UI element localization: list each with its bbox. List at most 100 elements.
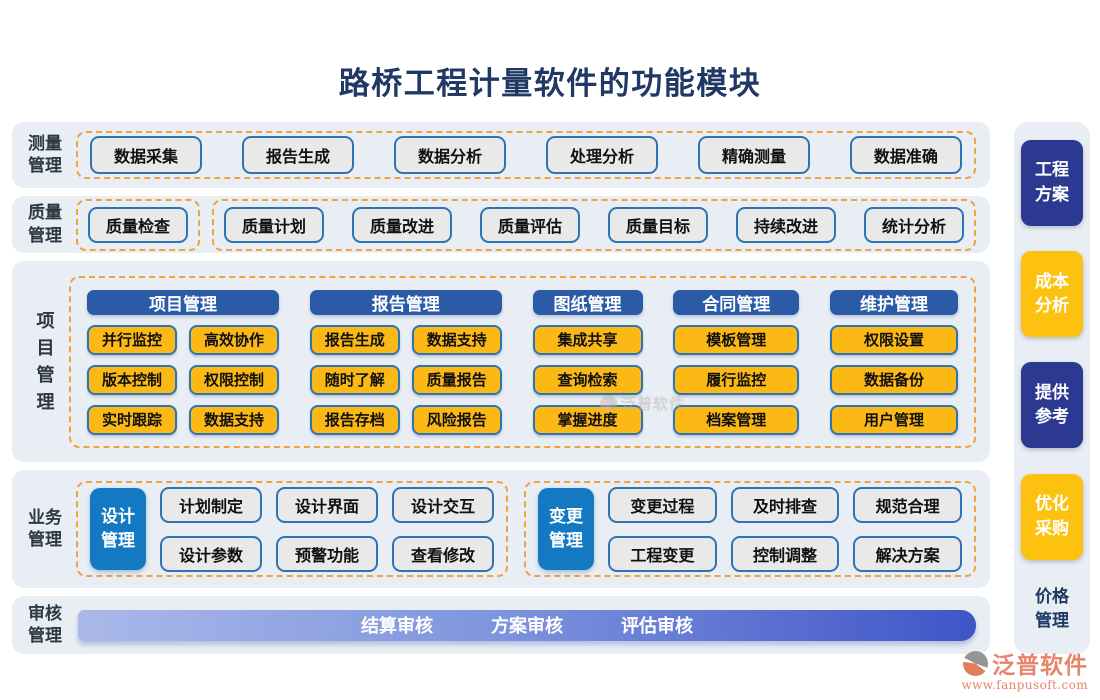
change-item-button[interactable]: 工程变更 xyxy=(608,535,717,572)
quality-item-button[interactable]: 质量目标 xyxy=(607,206,708,243)
business-row-label: 业务管理 xyxy=(28,507,62,549)
project-management-row: 项目管理 项目管理 并行监控 高效协作 版本控制 权限控制 实时跟踪 数据支持 … xyxy=(12,261,990,462)
design-item-button[interactable]: 查看修改 xyxy=(392,535,494,572)
sidebar-item-procurement[interactable]: 优化采购 xyxy=(1021,473,1083,560)
drawing-item-button[interactable]: 集成共享 xyxy=(532,324,643,355)
change-item-button[interactable]: 解决方案 xyxy=(853,535,962,572)
maintenance-item-button[interactable]: 数据备份 xyxy=(830,364,958,395)
quality-management-row: 质量管理 质量检查 质量计划 质量改进 质量评估 质量目标 持续改进 统计分析 xyxy=(12,196,990,253)
report-column: 报告管理 报告生成 数据支持 随时了解 质量报告 报告存档 风险报告 xyxy=(309,289,502,435)
contract-column: 合同管理 模板管理 履行监控 档案管理 xyxy=(673,289,800,435)
quality-item-button[interactable]: 质量改进 xyxy=(352,206,453,243)
design-box-label: 设计管理 xyxy=(100,507,135,550)
audit-item-label: 结算审核 xyxy=(361,616,433,636)
column-grid: 报告生成 数据支持 随时了解 质量报告 报告存档 风险报告 xyxy=(309,324,502,435)
change-item-button[interactable]: 控制调整 xyxy=(730,535,840,572)
sidebar-item-reference[interactable]: 提供参考 xyxy=(1021,362,1083,449)
project-column: 项目管理 并行监控 高效协作 版本控制 权限控制 实时跟踪 数据支持 xyxy=(87,289,279,435)
sidebar-item-price-management: 价格管理 xyxy=(1021,585,1083,634)
measure-item-button[interactable]: 数据准确 xyxy=(849,136,962,174)
drawing-item-button[interactable]: 掌握进度 xyxy=(532,404,643,435)
measure-item-button[interactable]: 数据分析 xyxy=(393,136,506,174)
report-item-button[interactable]: 数据支持 xyxy=(411,324,502,355)
quality-group-frame: 质量计划 质量改进 质量评估 质量目标 持续改进 统计分析 xyxy=(212,198,976,251)
project-row-label: 项目管理 xyxy=(36,310,55,412)
change-item-button[interactable]: 变更过程 xyxy=(608,486,717,523)
column-grid: 集成共享 查询检索 掌握进度 xyxy=(532,324,643,435)
quality-item-button[interactable]: 持续改进 xyxy=(735,206,836,243)
quality-item-button[interactable]: 质量计划 xyxy=(224,206,325,243)
quality-item-button[interactable]: 统计分析 xyxy=(863,206,964,243)
audit-item-label: 评估审核 xyxy=(621,616,693,636)
change-item-button[interactable]: 规范合理 xyxy=(853,486,962,523)
quality-row-label: 质量管理 xyxy=(28,203,62,245)
column-grid: 模板管理 履行监控 档案管理 xyxy=(673,324,800,435)
column-header[interactable]: 图纸管理 xyxy=(532,289,643,315)
measure-row-label: 测量管理 xyxy=(28,133,62,175)
quality-check-frame: 质量检查 xyxy=(76,198,201,251)
column-header[interactable]: 项目管理 xyxy=(87,289,279,315)
maintenance-item-button[interactable]: 用户管理 xyxy=(830,404,958,435)
report-item-button[interactable]: 风险报告 xyxy=(411,404,502,435)
design-item-button[interactable]: 设计交互 xyxy=(392,486,494,523)
sidebar-item-cost-analysis[interactable]: 成本分析 xyxy=(1021,251,1083,338)
project-group-frame: 项目管理 并行监控 高效协作 版本控制 权限控制 实时跟踪 数据支持 报告管理 … xyxy=(69,275,976,448)
project-item-button[interactable]: 并行监控 xyxy=(87,324,177,355)
design-item-button[interactable]: 预警功能 xyxy=(276,535,378,572)
measure-item-button[interactable]: 数据采集 xyxy=(90,136,203,174)
audit-gradient-bar: 结算审核 方案审核 评估审核 xyxy=(78,609,976,641)
contract-item-button[interactable]: 履行监控 xyxy=(673,364,800,395)
audit-item-label: 方案审核 xyxy=(491,616,563,636)
measure-group-frame: 数据采集 报告生成 数据分析 处理分析 精确测量 数据准确 xyxy=(76,131,976,179)
right-sidebar: 工程方案 成本分析 提供参考 优化采购 价格管理 xyxy=(1014,122,1090,654)
vendor-logo-icon xyxy=(963,650,988,676)
column-grid: 权限设置 数据备份 用户管理 xyxy=(830,324,958,435)
maintenance-column: 维护管理 权限设置 数据备份 用户管理 xyxy=(830,289,958,435)
project-item-button[interactable]: 高效协作 xyxy=(189,324,279,355)
design-item-button[interactable]: 设计界面 xyxy=(276,486,378,523)
sidebar-item-label: 工程方案 xyxy=(1034,160,1069,204)
column-header[interactable]: 合同管理 xyxy=(673,289,800,315)
contract-item-button[interactable]: 档案管理 xyxy=(673,404,800,435)
contract-item-button[interactable]: 模板管理 xyxy=(673,324,800,355)
report-item-button[interactable]: 报告存档 xyxy=(309,404,400,435)
report-item-button[interactable]: 报告生成 xyxy=(309,324,400,355)
audit-row-label: 审核管理 xyxy=(28,603,62,645)
vendor-logo[interactable]: 泛普软件 www.fanpusoft.com xyxy=(961,646,1088,692)
sidebar-item-label: 提供参考 xyxy=(1034,382,1069,427)
vendor-logo-name: 泛普软件 xyxy=(992,652,1088,678)
design-management-box[interactable]: 设计管理 xyxy=(90,488,146,570)
measure-item-button[interactable]: 报告生成 xyxy=(241,136,354,174)
sidebar-item-label: 成本分析 xyxy=(1034,271,1069,316)
change-box-label: 变更管理 xyxy=(548,507,583,550)
measure-item-button[interactable]: 精确测量 xyxy=(697,136,810,174)
drawing-column: 图纸管理 集成共享 查询检索 掌握进度 xyxy=(532,289,643,435)
maintenance-item-button[interactable]: 权限设置 xyxy=(830,324,958,355)
drawing-item-button[interactable]: 查询检索 xyxy=(532,364,643,395)
sidebar-item-engineering-plan[interactable]: 工程方案 xyxy=(1021,140,1083,226)
business-management-row: 业务管理 设计管理 计划制定 设计界面 设计交互 设计参数 预警功能 查看修改 … xyxy=(12,470,990,588)
change-grid: 变更过程 及时排查 规范合理 工程变更 控制调整 解决方案 xyxy=(608,486,962,572)
audit-management-row: 审核管理 结算审核 方案审核 评估审核 xyxy=(12,596,990,654)
change-item-button[interactable]: 及时排查 xyxy=(730,486,840,523)
column-grid: 并行监控 高效协作 版本控制 权限控制 实时跟踪 数据支持 xyxy=(87,324,279,435)
design-grid: 计划制定 设计界面 设计交互 设计参数 预警功能 查看修改 xyxy=(160,486,494,572)
report-item-button[interactable]: 随时了解 xyxy=(309,364,400,395)
vendor-logo-url[interactable]: www.fanpusoft.com xyxy=(961,678,1088,692)
measure-item-button[interactable]: 处理分析 xyxy=(545,136,658,174)
column-header[interactable]: 报告管理 xyxy=(309,289,502,315)
measure-management-row: 测量管理 数据采集 报告生成 数据分析 处理分析 精确测量 数据准确 xyxy=(12,122,990,188)
project-item-button[interactable]: 实时跟踪 xyxy=(87,404,177,435)
quality-item-button[interactable]: 质量检查 xyxy=(88,206,189,243)
project-item-button[interactable]: 数据支持 xyxy=(189,404,279,435)
change-management-box[interactable]: 变更管理 xyxy=(538,488,594,570)
change-group-frame: 变更管理 变更过程 及时排查 规范合理 工程变更 控制调整 解决方案 xyxy=(524,481,976,577)
design-item-button[interactable]: 设计参数 xyxy=(160,535,262,572)
project-item-button[interactable]: 版本控制 xyxy=(87,364,177,395)
column-header[interactable]: 维护管理 xyxy=(830,289,958,315)
design-item-button[interactable]: 计划制定 xyxy=(160,486,262,523)
report-item-button[interactable]: 质量报告 xyxy=(411,364,502,395)
project-item-button[interactable]: 权限控制 xyxy=(189,364,279,395)
quality-item-button[interactable]: 质量评估 xyxy=(479,206,580,243)
